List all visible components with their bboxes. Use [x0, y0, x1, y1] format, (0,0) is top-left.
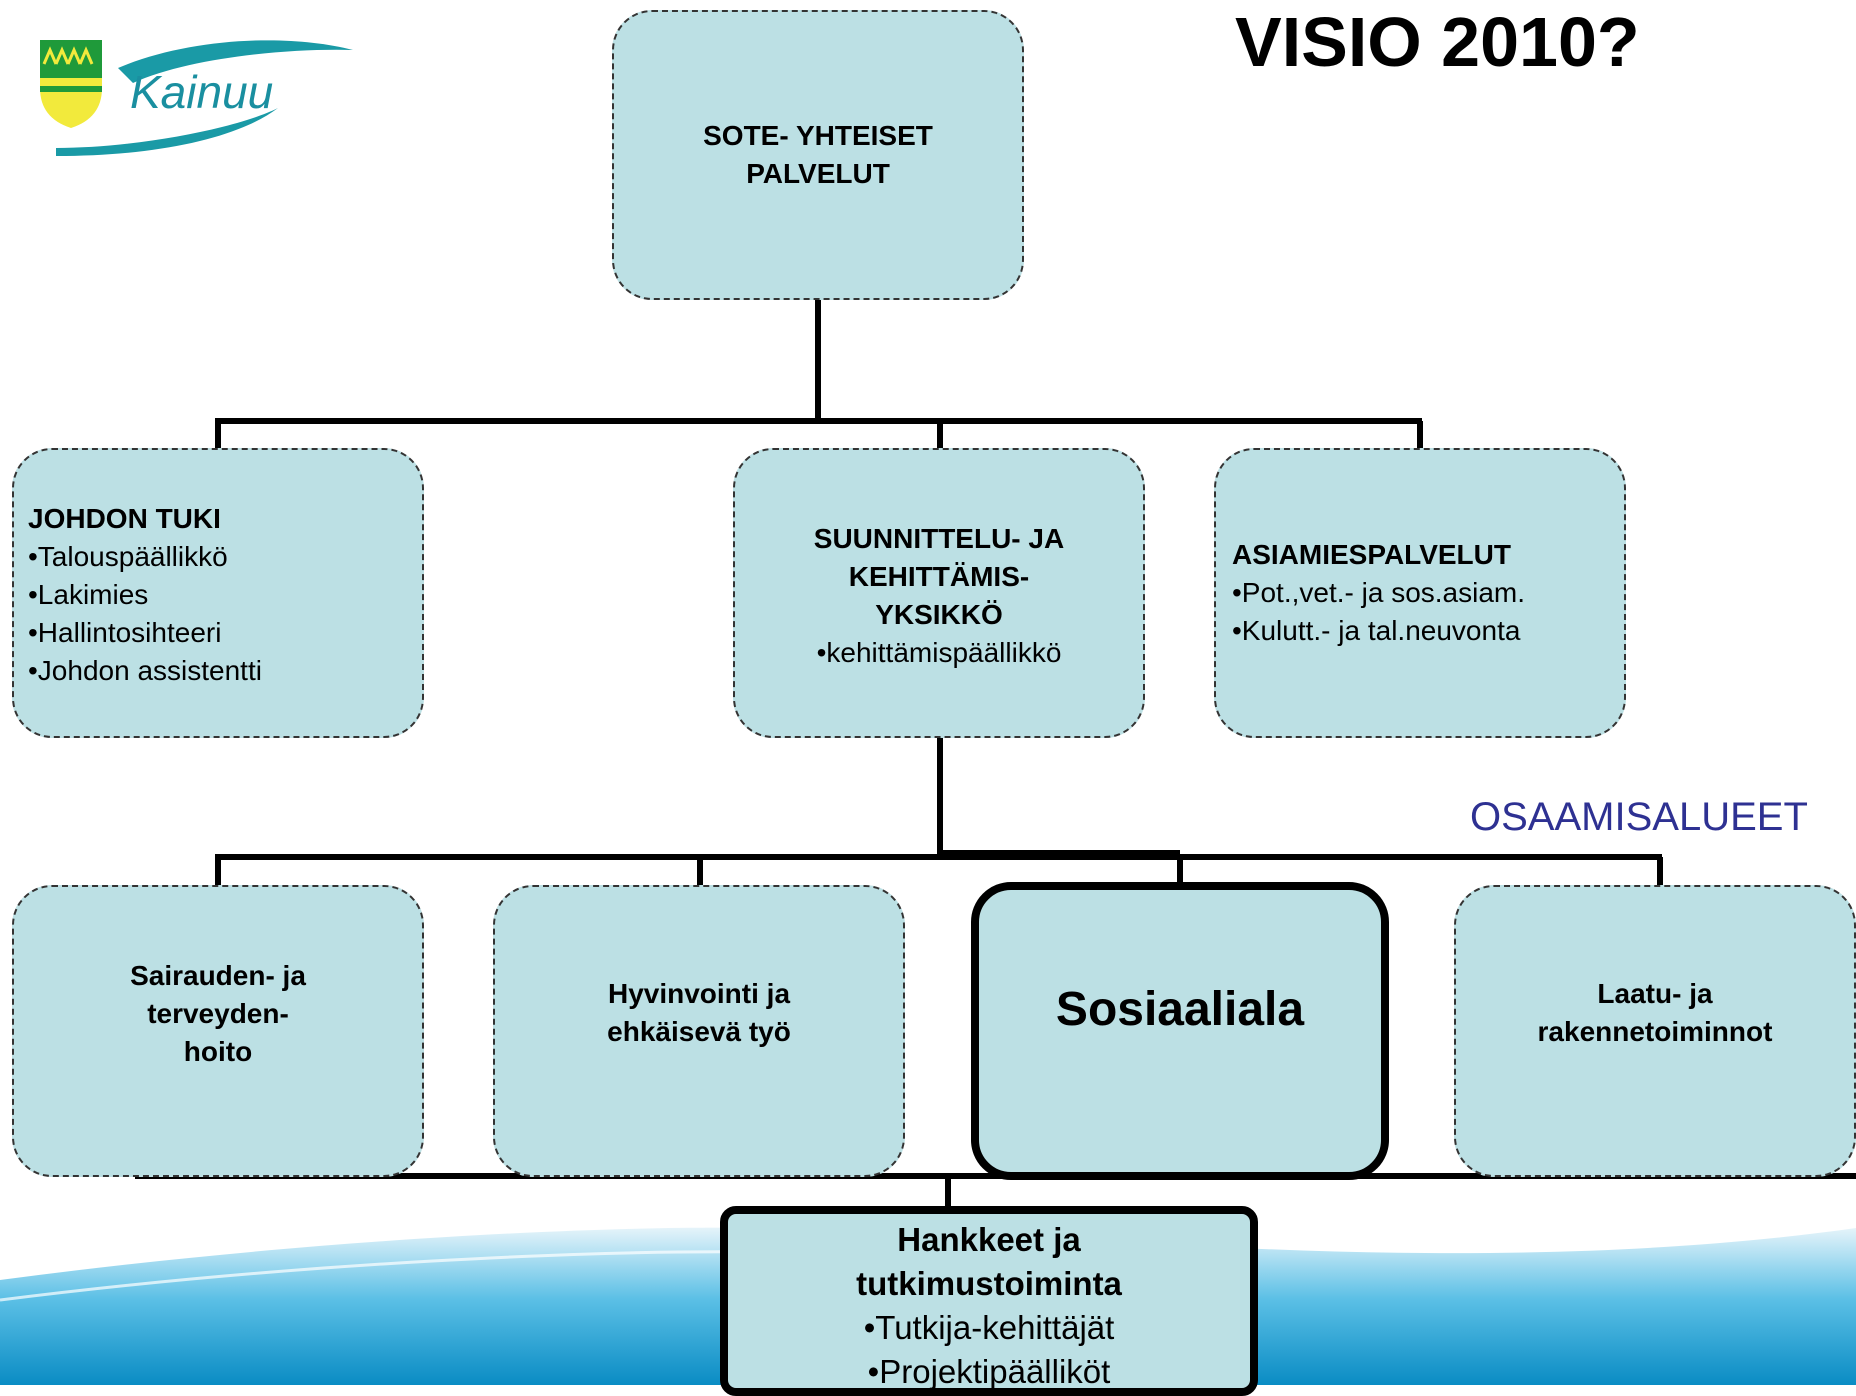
- box-heading-line: KEHITTÄMIS-: [848, 561, 1030, 592]
- logo-text: Kainuu: [130, 66, 273, 118]
- hyvinvointi-box: Hyvinvointi ja ehkäisevä työ: [493, 885, 905, 1177]
- suunnittelu-kehittamis-box: SUUNNITTELU- JA KEHITTÄMIS- YKSIKKÖ •keh…: [733, 448, 1145, 738]
- sote-yhteiset-palvelut-box: SOTE- YHTEISET PALVELUT: [612, 10, 1024, 300]
- box-title-line: Laatu- ja: [1597, 978, 1713, 1009]
- osaamisalueet-label: OSAAMISALUEET: [1470, 795, 1808, 839]
- box-title-line: ehkäisevä työ: [607, 1016, 791, 1047]
- box-title-line: PALVELUT: [746, 158, 890, 189]
- laatu-rakennetoiminnot-box: Laatu- ja rakennetoiminnot: [1454, 885, 1856, 1177]
- list-item: •Johdon assistentti: [28, 655, 262, 686]
- box-heading-line: Hankkeet ja: [897, 1221, 1081, 1258]
- box-title-line: SOTE- YHTEISET: [703, 120, 933, 151]
- box-title: Sosiaaliala: [1055, 983, 1305, 1036]
- box-title-line: Sairauden- ja: [130, 960, 306, 991]
- box-title-line: terveyden-: [147, 998, 289, 1029]
- list-item: •Talouspäällikkö: [28, 541, 228, 572]
- box-heading-line: SUUNNITTELU- JA: [813, 523, 1065, 554]
- list-item: •Tutkija-kehittäjät: [863, 1309, 1115, 1346]
- kainuu-logo: Kainuu: [38, 28, 358, 158]
- hankkeet-tutkimustoiminta-box: Hankkeet ja tutkimustoiminta •Tutkija-ke…: [720, 1206, 1258, 1396]
- list-item: •Projektipäälliköt: [867, 1353, 1111, 1390]
- box-title-line: rakennetoiminnot: [1537, 1016, 1773, 1047]
- list-item: •kehittämispäällikkö: [816, 637, 1062, 668]
- list-item: •Hallintosihteeri: [28, 617, 222, 648]
- box-heading-line: YKSIKKÖ: [875, 599, 1003, 630]
- box-title-line: hoito: [183, 1036, 253, 1067]
- sairauden-terveydenhoito-box: Sairauden- ja terveyden- hoito: [12, 885, 424, 1177]
- box-heading-line: tutkimustoiminta: [856, 1265, 1122, 1302]
- box-title-line: Hyvinvointi ja: [607, 978, 791, 1009]
- asiamiespalvelut-box: ASIAMIESPALVELUT •Pot.,vet.- ja sos.asia…: [1214, 448, 1626, 738]
- list-item: •Kulutt.- ja tal.neuvonta: [1232, 615, 1521, 646]
- sosiaaliala-box: Sosiaaliala: [971, 882, 1389, 1180]
- johdon-tuki-box: JOHDON TUKI •Talouspäällikkö •Lakimies •…: [12, 448, 424, 738]
- page-title: VISIO 2010?: [1235, 3, 1640, 81]
- box-heading: JOHDON TUKI: [28, 503, 221, 534]
- list-item: •Lakimies: [28, 579, 149, 610]
- box-heading: ASIAMIESPALVELUT: [1232, 539, 1511, 570]
- list-item: •Pot.,vet.- ja sos.asiam.: [1232, 577, 1526, 608]
